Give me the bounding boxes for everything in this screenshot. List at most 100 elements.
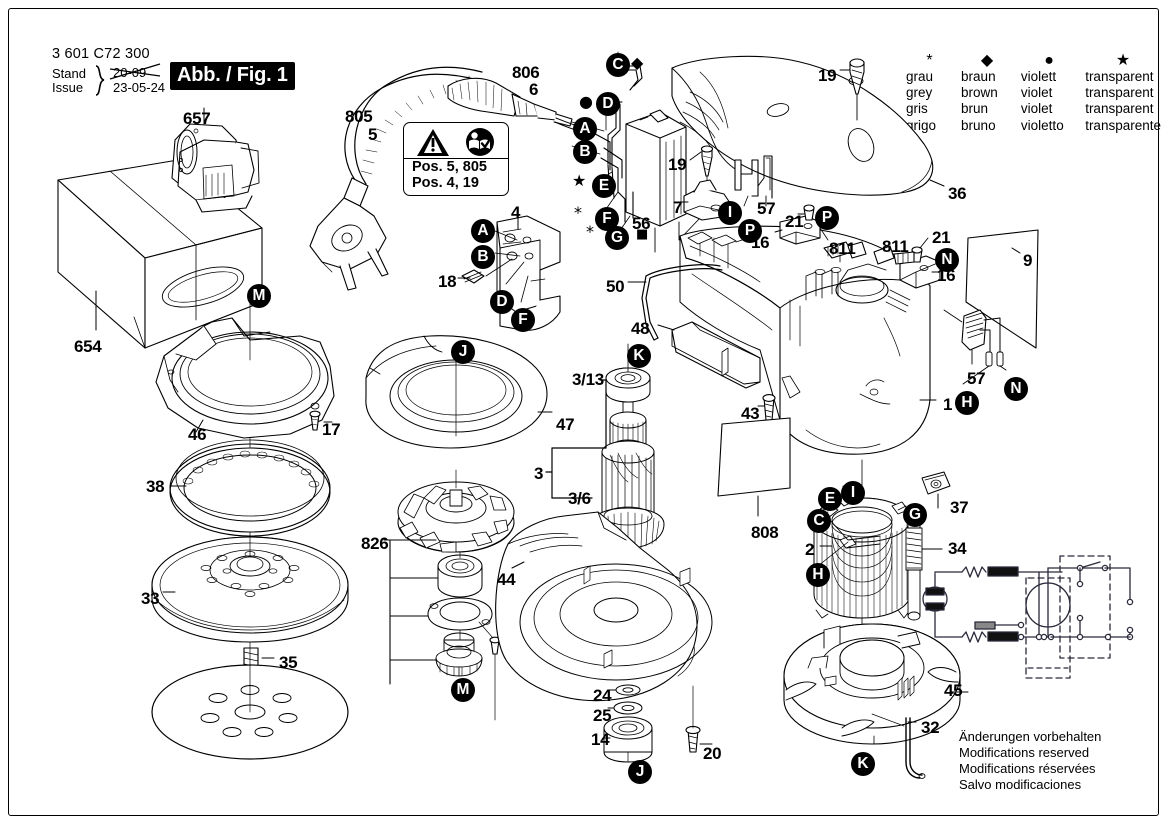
diagram-border <box>8 8 1159 816</box>
part-number-806: 806 <box>512 63 540 82</box>
callout-letter-f: F <box>511 308 535 332</box>
warning-text: Pos. 5, 805 Pos. 4, 19 <box>404 158 508 196</box>
callout-letter-b: B <box>471 245 495 269</box>
callout-letter-m: M <box>451 678 475 702</box>
callout-letter-p: P <box>815 206 839 230</box>
part-base-plate-45 <box>783 623 961 745</box>
legend-it-0: grigo <box>906 117 937 133</box>
footer-line-fr: Modifications réservées <box>959 760 1096 776</box>
part-clip-32 <box>905 717 926 779</box>
callout-letter-h: H <box>806 563 830 587</box>
part-backing-pad-33 <box>151 536 349 643</box>
part-handle-50 <box>641 264 723 341</box>
part-number-48: 48 <box>631 319 650 338</box>
part-code: 3 601 C72 300 <box>52 46 150 62</box>
legend-de-2: violett <box>1020 69 1057 84</box>
part-spring-811-left <box>823 241 867 259</box>
part-number-21: 21 <box>932 228 951 247</box>
part-number-24: 24 <box>593 686 612 705</box>
part-screw-19-top <box>849 58 865 95</box>
part-plate-9 <box>965 229 1039 349</box>
part-dust-housing-46 <box>155 317 335 439</box>
callout-letter-g: G <box>903 503 927 527</box>
part-number-44: 44 <box>497 570 516 589</box>
callout-letter-n: N <box>1004 377 1028 401</box>
warning-line-1: Pos. 5, 805 <box>412 159 487 175</box>
part-brush-57-left <box>734 155 773 199</box>
part-spring-811-right <box>873 245 915 265</box>
legend-fr-2: violet <box>1020 101 1053 117</box>
part-bearing-826-a <box>437 554 483 598</box>
part-fan-826 <box>397 481 515 553</box>
callout-letter-h: H <box>955 391 979 415</box>
legend-en-3: transparent <box>1085 85 1154 101</box>
part-number-57: 57 <box>967 369 986 388</box>
callout-letter-i: I <box>718 201 742 225</box>
brace-icon <box>95 65 105 96</box>
part-dust-box-654 <box>57 159 263 349</box>
part-number-4: 4 <box>511 203 521 222</box>
part-number-57: 57 <box>757 199 776 218</box>
part-number-32: 32 <box>921 718 940 737</box>
legend-fr-1: brun <box>961 101 989 117</box>
part-number-14: 14 <box>591 730 610 749</box>
footer-notice: Änderungen vorbehalten Modifications res… <box>959 729 1101 792</box>
color-legend: * ◆ ● ★ grau braun violett transparent g… <box>906 52 1169 134</box>
part-number-45: 45 <box>944 681 963 700</box>
part-number-811: 811 <box>829 239 856 258</box>
legend-it-2: violetto <box>1020 117 1064 133</box>
part-number-50: 50 <box>606 277 625 296</box>
part-number-1: 1 <box>943 395 953 414</box>
asterisk-marker: * <box>586 222 594 241</box>
legend-fr-3: transparent <box>1085 101 1154 117</box>
part-number-35: 35 <box>279 653 298 672</box>
part-number-3-13: 3/13 <box>572 370 604 389</box>
asterisk-marker: * <box>574 203 582 222</box>
part-number-19: 19 <box>818 66 837 85</box>
part-number-37: 37 <box>950 498 969 517</box>
part-number-18: 18 <box>438 272 457 291</box>
callout-letter-p: P <box>738 219 762 243</box>
footer-line-de: Änderungen vorbehalten <box>959 729 1102 744</box>
part-bearing-14 <box>603 716 653 763</box>
part-number-3: 3 <box>534 464 544 483</box>
callout-letter-i: I <box>841 481 865 505</box>
callout-letter-a: A <box>573 117 597 141</box>
part-guide-48 <box>671 321 761 389</box>
part-cord-sleeve-806 <box>447 77 593 134</box>
legend-symbol-2: ● <box>1044 52 1054 69</box>
callout-letter-g: G <box>605 226 629 250</box>
legend-symbol-0: * <box>926 52 933 69</box>
legend-de-0: grau <box>906 69 934 84</box>
part-number-17: 17 <box>322 420 341 439</box>
part-number-826: 826 <box>361 534 389 553</box>
legend-en-1: brown <box>961 85 998 101</box>
part-stator-2 <box>813 495 911 619</box>
legend-it-3: transparente <box>1085 117 1161 133</box>
part-brush-57-right <box>961 309 1004 367</box>
circuit-diagram <box>922 555 1134 679</box>
part-number-20: 20 <box>703 744 722 763</box>
part-lower-housing-44 <box>495 511 713 702</box>
part-hub-826-c <box>435 632 483 677</box>
callout-letter-b: B <box>573 140 597 164</box>
part-power-cord-805 <box>309 66 483 291</box>
part-washer-24 <box>615 684 641 696</box>
part-screw-18 <box>461 269 485 284</box>
legend-en-0: grey <box>906 85 933 101</box>
part-number-3-6: 3/6 <box>568 489 591 508</box>
callout-letter-k: K <box>627 344 651 368</box>
callout-letter-e: E <box>592 174 616 198</box>
part-screw-43 <box>762 394 776 421</box>
callout-letter-n: N <box>935 248 959 272</box>
callout-letter-a: A <box>471 219 495 243</box>
footer-line-en: Modifications reserved <box>959 744 1090 760</box>
part-label-37 <box>921 471 951 495</box>
circle-marker: ● <box>579 92 593 111</box>
part-electronics-module-56 <box>625 109 687 227</box>
part-number-56: 56 <box>632 214 651 233</box>
part-number-9: 9 <box>1023 251 1033 270</box>
legend-fr-0: gris <box>906 101 928 117</box>
